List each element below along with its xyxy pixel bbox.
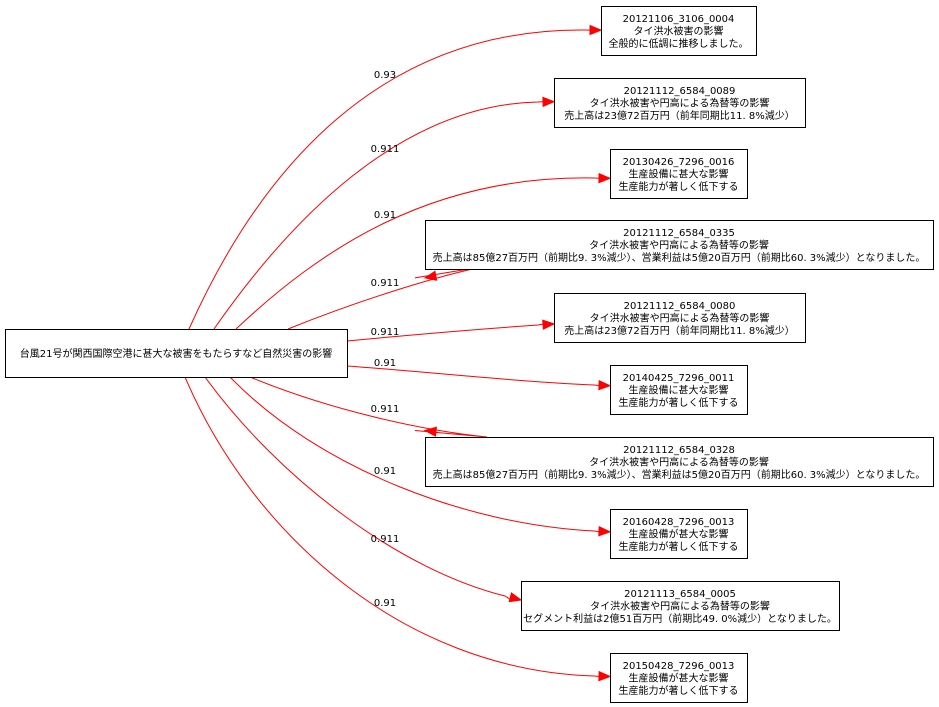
source-node: 台風21号が関西国際空港に甚大な被害をもたらすなど自然災害の影響 — [5, 329, 348, 378]
edge-line-6 — [249, 376, 488, 438]
source-node-box — [5, 329, 348, 378]
target-node-1-line-2: 売上高は23億72百万円（前年同期比11. 8%減少） — [564, 109, 794, 122]
target-node-9-box — [610, 653, 748, 703]
edge-arrowhead-0 — [589, 24, 603, 36]
edge-layer: 0.93 0.911 0.91 0.911 0.911 0.91 0.911 0.91 0.91… — [184, 24, 612, 682]
edge-line-1 — [213, 101, 545, 330]
target-node-0-line-1: タイ洪水被害の影響 — [634, 25, 724, 38]
target-node-1-line-1: タイ洪水被害や円高による為替等の影響 — [590, 97, 770, 110]
target-node-7-line-0: 20160428_7296_0013 — [623, 517, 735, 528]
edge-arrowhead-6 — [423, 426, 437, 437]
target-node-0-box — [601, 6, 757, 56]
target-node-8-box — [521, 581, 840, 631]
target-node-3-line-0: 20121112_6584_0335 — [623, 228, 735, 239]
edge-7: 0.91 — [229, 376, 612, 537]
edge-arrowhead-2 — [598, 172, 612, 184]
target-node-2-line-1: 生産設備に甚大な影響 — [629, 168, 729, 181]
edge-weight-0: 0.93 — [374, 70, 396, 81]
source-node-line-0: 台風21号が関西国際空港に甚大な被害をもたらすなど自然災害の影響 — [20, 347, 333, 360]
target-node-3-line-1: タイ洪水被害や円高による為替等の影響 — [589, 239, 769, 252]
edge-arrowhead-5 — [598, 379, 612, 391]
target-node-9-line-1: 生産設備が甚大な影響 — [629, 672, 729, 685]
edge-8: 0.911 — [204, 376, 523, 603]
edge-2: 0.91 — [235, 172, 612, 330]
target-node-6-line-2: 売上高は85億27百万円（前期比9. 3%減少）、営業利益は5億20百万円（前期… — [433, 468, 926, 481]
edge-weight-2: 0.91 — [374, 210, 396, 221]
edge-arrowhead-8 — [508, 592, 523, 603]
target-node-1-box — [554, 78, 806, 128]
target-node-6-line-0: 20121112_6584_0328 — [623, 445, 735, 456]
target-node-3-line-2: 売上高は85億27百万円（前期比9. 3%減少）、営業利益は5億20百万円（前期… — [433, 251, 926, 264]
target-node-0-line-0: 20121106_3106_0004 — [623, 14, 735, 25]
edge-line-5 — [346, 365, 601, 387]
edge-arrowhead-1 — [542, 96, 556, 108]
edge-arrowhead-4 — [542, 319, 556, 330]
edge-4: 0.911 — [346, 319, 556, 342]
edge-line-8 — [204, 376, 512, 601]
edge-weight-7: 0.91 — [374, 466, 396, 477]
target-node-4-line-1: タイ洪水被害や円高による為替等の影響 — [590, 312, 770, 325]
target-node-5-line-0: 20140425_7296_0011 — [623, 373, 735, 384]
target-node-6-box — [425, 437, 934, 487]
target-node-6-line-1: タイ洪水被害や円高による為替等の影響 — [589, 456, 769, 469]
target-node-4-line-2: 売上高は23億72百万円（前年同期比11. 8%減少） — [564, 324, 794, 337]
edge-weight-9: 0.91 — [374, 598, 396, 609]
edge-line-3 — [287, 265, 488, 330]
target-node-7-line-1: 生産設備が甚大な影響 — [629, 528, 729, 541]
target-node-3: 20121112_6584_0335タイ洪水被害や円高による為替等の影響売上高は… — [425, 220, 934, 270]
edge-weight-5: 0.91 — [374, 358, 396, 369]
target-node-8-line-2: セグメント利益は2億51百万円（前期比49. 0%減少）となりました。 — [523, 612, 837, 625]
edge-9: 0.91 — [184, 376, 612, 682]
target-node-6: 20121112_6584_0328タイ洪水被害や円高による為替等の影響売上高は… — [425, 437, 934, 487]
edge-3: 0.911 — [287, 265, 488, 330]
target-node-7-line-2: 生産能力が著しく低下する — [619, 540, 739, 553]
edge-weight-3: 0.911 — [371, 278, 400, 289]
edge-arrowhead-7 — [598, 525, 612, 537]
edge-5: 0.91 — [346, 358, 612, 391]
edge-weight-6: 0.911 — [371, 404, 400, 415]
edge-line-0 — [188, 29, 592, 330]
target-node-4: 20121112_6584_0080タイ洪水被害や円高による為替等の影響売上高は… — [554, 293, 806, 343]
target-node-2-box — [610, 149, 748, 199]
target-node-1-line-0: 20121112_6584_0089 — [624, 86, 736, 97]
target-node-8-line-0: 20121113_6584_0005 — [624, 589, 736, 600]
edge-weight-1: 0.911 — [371, 144, 400, 155]
target-node-1: 20121112_6584_0089タイ洪水被害や円高による為替等の影響売上高は… — [554, 78, 806, 128]
edge-line-4 — [346, 323, 545, 342]
target-node-7-box — [610, 509, 748, 559]
target-node-2-line-2: 生産能力が著しく低下する — [619, 180, 739, 193]
edge-weight-4: 0.911 — [371, 327, 400, 338]
node-layer: 台風21号が関西国際空港に甚大な被害をもたらすなど自然災害の影響 20121106… — [5, 6, 934, 703]
target-node-9-line-2: 生産能力が著しく低下する — [619, 684, 739, 697]
target-node-9-line-0: 20150428_7296_0013 — [623, 661, 735, 672]
target-node-4-line-0: 20121112_6584_0080 — [624, 301, 736, 312]
target-node-4-box — [554, 293, 806, 343]
target-node-5-line-2: 生産能力が著しく低下する — [619, 396, 739, 409]
edge-weight-8: 0.911 — [371, 534, 400, 545]
target-node-0: 20121106_3106_0004タイ洪水被害の影響全般的に低調に推移しました… — [601, 6, 757, 56]
target-node-0-line-2: 全般的に低調に推移しました。 — [609, 37, 749, 50]
edge-6: 0.911 — [249, 376, 488, 438]
edge-arrowhead-9 — [598, 670, 612, 682]
target-node-3-box — [425, 220, 934, 270]
edge-1: 0.911 — [213, 96, 556, 330]
target-node-2-line-0: 20130426_7296_0016 — [623, 157, 735, 168]
target-node-5-box — [610, 365, 748, 415]
target-node-8-line-1: タイ洪水被害や円高による為替等の影響 — [590, 600, 770, 613]
edge-0: 0.93 — [188, 24, 603, 330]
edge-arrowhead-3 — [423, 270, 438, 281]
target-node-5-line-1: 生産設備に甚大な影響 — [629, 384, 729, 397]
edge-line-7 — [229, 376, 601, 533]
target-node-8: 20121113_6584_0005タイ洪水被害や円高による為替等の影響セグメン… — [521, 581, 840, 631]
edge-line-9 — [184, 376, 601, 677]
edge-line-2 — [235, 177, 601, 330]
